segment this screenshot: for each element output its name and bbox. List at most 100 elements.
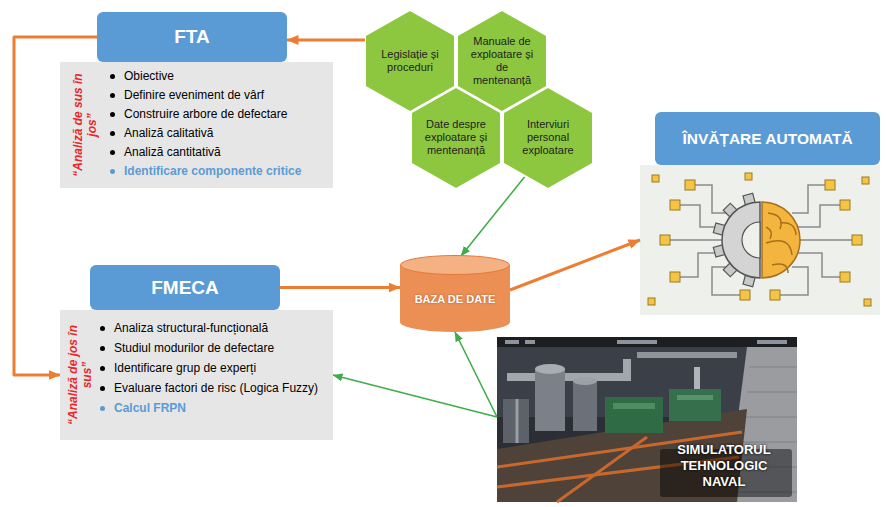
toolbar-icons xyxy=(525,340,535,344)
circuit-lines xyxy=(792,185,825,213)
hexagon-text: Manuale de exploatare și de mentenanță xyxy=(470,35,534,87)
engine-machinery xyxy=(503,355,737,443)
engine-machinery xyxy=(516,399,519,443)
vertical-label: “Analiză de sus în jos” xyxy=(71,68,99,182)
header-box: FTA xyxy=(97,12,287,62)
flow-arrow xyxy=(280,286,400,289)
bullet-dot xyxy=(100,346,105,351)
bullet-row: Analiză cantitativă xyxy=(110,144,329,160)
circuit-pads xyxy=(652,175,659,182)
cylinder-text-box: BAZA DE DATE xyxy=(400,275,510,322)
simulator-illustration xyxy=(497,337,797,502)
bullet-row: Analiză calitativă xyxy=(110,125,329,141)
highlight-item: Identificare componente critice xyxy=(124,163,329,179)
deck-stripes xyxy=(749,367,797,368)
circuit-lines xyxy=(798,205,840,227)
list-item: Definire eveniment de vârf xyxy=(124,87,329,103)
toolbar-icons xyxy=(505,340,519,344)
list-item: Analiza structural-funcțională xyxy=(114,320,329,336)
engine-machinery xyxy=(535,364,565,374)
bullet-dot xyxy=(110,131,115,136)
engine-machinery xyxy=(573,377,597,385)
toolbar-icons xyxy=(505,340,787,344)
list-item: Obiective xyxy=(124,68,329,84)
brain-half xyxy=(766,241,792,255)
list-item: Studiul modurilor de defectare xyxy=(114,340,329,356)
bullet-dot xyxy=(110,150,115,155)
hexagon-text: Legislație și proceduri xyxy=(378,48,442,74)
list-item: Identificare grup de experți xyxy=(114,360,329,376)
circuit-pads xyxy=(862,177,869,184)
ml-illustration xyxy=(640,165,880,315)
header-text: ÎNVĂȚARE AUTOMATĂ xyxy=(682,130,852,148)
bullet-dot xyxy=(110,93,115,98)
list-item: Analiză calitativă xyxy=(124,125,329,141)
header-text: FMECA xyxy=(151,277,219,299)
bullet-row: Definire eveniment de vârf xyxy=(110,87,329,103)
ml-illustration xyxy=(640,165,880,315)
hexagon-fill xyxy=(503,87,593,189)
circuit-lines xyxy=(670,185,852,295)
simulator-illustration xyxy=(497,337,797,502)
engine-machinery xyxy=(573,381,597,431)
circuit-pads xyxy=(852,235,862,245)
simulator-caption: SIMULATORUL TEHNOLOGIC NAVAL xyxy=(659,442,789,490)
engine-machinery xyxy=(613,403,655,409)
circuit-lines xyxy=(695,185,728,213)
bullet-row: Calcul FRPN xyxy=(100,400,329,416)
hexagon-fill xyxy=(411,87,501,189)
circuit-pads xyxy=(745,173,752,180)
brain-half xyxy=(772,264,788,273)
deck-stripes xyxy=(747,392,797,393)
bullet-row: Analiza structural-funcțională xyxy=(100,320,329,336)
simulator-panel: SIMULATORUL TEHNOLOGIC NAVAL xyxy=(497,337,797,502)
source-hexagon: Interviuri personal exploatare xyxy=(503,87,593,189)
cylinder-top xyxy=(401,256,510,275)
bullet-row: Obiective xyxy=(110,68,329,84)
hexagon-text: Interviuri personal exploatare xyxy=(516,118,580,157)
circuit-pads xyxy=(840,200,850,210)
circuit-pads xyxy=(740,290,750,300)
flow-arrow xyxy=(510,240,640,290)
circuit-pads xyxy=(825,180,835,190)
gear-half xyxy=(742,222,760,258)
circuit-pads xyxy=(770,290,780,300)
header-box: FMECA xyxy=(90,265,280,310)
toolbar-icons xyxy=(757,340,787,344)
bullet-row: Construire arbore de defectare xyxy=(110,106,329,122)
flow-arrow xyxy=(455,332,497,417)
hexagon-text-box: Date despre exploatare și mentenanță xyxy=(411,87,501,189)
header-band: ÎNVĂȚARE AUTOMATĂ xyxy=(655,112,880,165)
list-item: Construire arbore de defectare xyxy=(124,106,329,122)
header-text: FTA xyxy=(174,26,210,48)
gear-half xyxy=(713,193,760,286)
bullet-row: Identificare componente critice xyxy=(110,163,329,179)
source-hexagon: Date despre exploatare și mentenanță xyxy=(411,87,501,189)
highlight-item: Calcul FRPN xyxy=(114,400,329,416)
circuit-pads xyxy=(648,298,655,305)
list-item: Evaluare factori de risc (Logica Fuzzy) xyxy=(114,380,329,396)
bullet-dot xyxy=(100,366,105,371)
circuit-pads xyxy=(670,272,680,282)
hexagon-text-box: Interviuri personal exploatare xyxy=(503,87,593,189)
circuit-pads xyxy=(660,235,670,245)
hexagon-text: Date despre exploatare și mentenanță xyxy=(424,118,488,157)
simulator-illustration xyxy=(497,337,797,347)
circuit-pads xyxy=(648,173,871,306)
bullet-dot xyxy=(110,112,115,117)
circuit-pads xyxy=(670,200,680,210)
content-panel: “Analiză de jos în sus”Analiza structura… xyxy=(60,310,333,440)
engine-machinery xyxy=(503,399,529,443)
brain-half xyxy=(766,213,796,273)
bullet-dot xyxy=(100,326,105,331)
engine-machinery xyxy=(507,359,627,377)
circuit-lines xyxy=(670,239,722,241)
bullet-dot xyxy=(100,406,105,411)
gear-half xyxy=(722,202,760,278)
bullet-row: Studiul modurilor de defectare xyxy=(100,340,329,356)
toolbar-icons xyxy=(617,340,657,344)
engine-machinery xyxy=(677,395,713,400)
list-item: Analiză cantitativă xyxy=(124,144,329,160)
circuit-lines xyxy=(798,239,852,241)
